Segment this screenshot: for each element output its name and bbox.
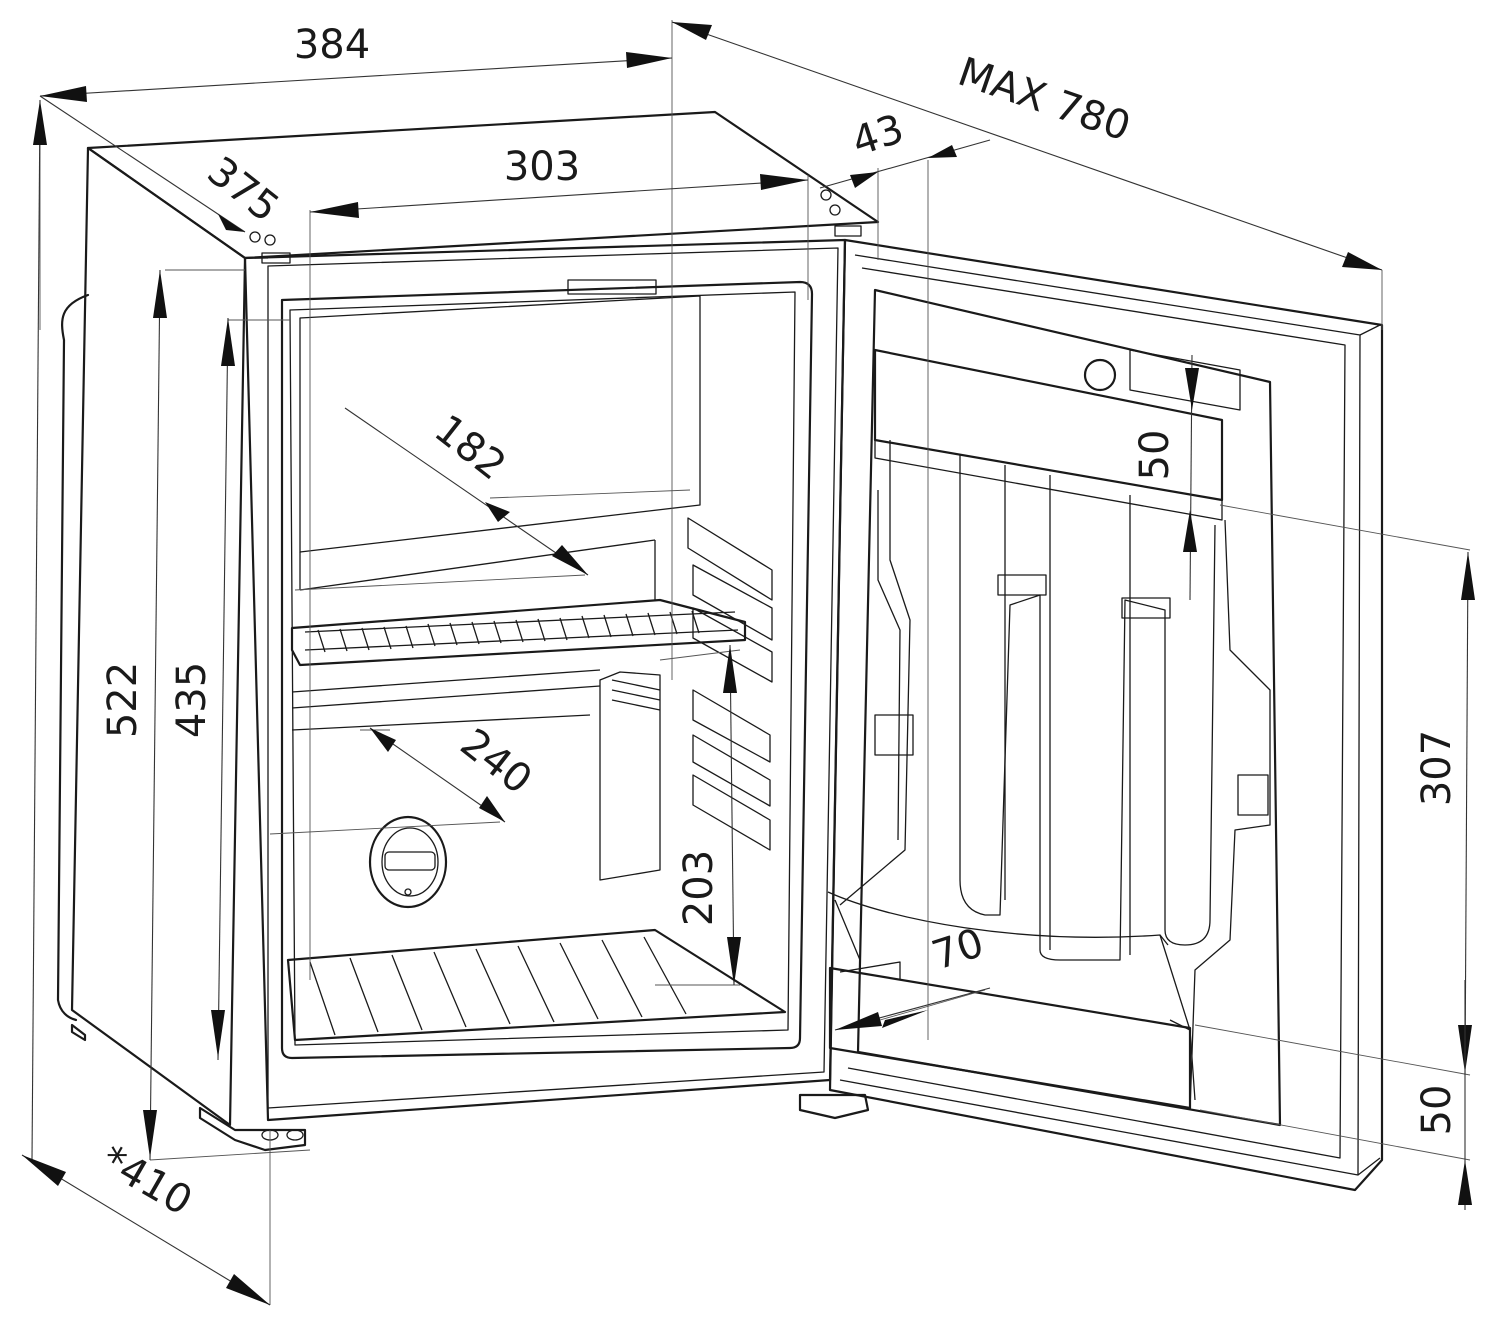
dim-label-door-rack-upper: 50 [1132, 430, 1178, 481]
dim-label-door-bin-depth: 70 [927, 920, 990, 979]
wire-shelf [290, 598, 747, 667]
dimension-lines [21, 20, 1475, 1306]
shelf-rails [687, 517, 773, 851]
cabinet-interior [280, 279, 814, 1060]
front-right-foot [798, 1093, 870, 1120]
dim-label-shelf-upper: 182 [426, 406, 514, 489]
cabinet-rear-bulge [56, 293, 90, 1022]
dim-label-height-inner: 435 [169, 662, 215, 738]
bottom-grille [286, 928, 787, 1042]
rear-left-foot [70, 1023, 87, 1042]
front-left-foot [198, 1106, 307, 1152]
freezer-compartment [299, 295, 701, 553]
dim-label-shelf-lower: 240 [452, 720, 540, 803]
door-inner-liner [856, 288, 1282, 1127]
dim-label-door-inner: 307 [1414, 730, 1460, 806]
bottle-wire [827, 891, 1191, 1031]
interior-light [567, 279, 657, 295]
dim-label-width-outer: 384 [294, 22, 370, 68]
dim-label-depth-top: 375 [199, 148, 287, 231]
door-latch-hole [1083, 358, 1117, 392]
dim-label-height-outer: 522 [100, 662, 146, 738]
dim-label-door-bin-height: 50 [1414, 1085, 1460, 1136]
cabinet-front-frame [243, 238, 847, 1122]
dim-label-max-depth: MAX 780 [952, 49, 1136, 151]
arrowhead-384-right [626, 52, 672, 68]
evaporator-plate [599, 671, 661, 881]
thermostat-knob[interactable] [368, 815, 448, 909]
door-outline [828, 238, 1384, 1192]
wire-shelf-slots [304, 610, 739, 653]
arrowhead-384-left [40, 86, 87, 102]
door-bin-lower [828, 966, 1192, 1110]
cabinet-left-side [70, 146, 247, 1127]
dim-label-lower-height: 203 [676, 850, 722, 926]
dim-label-depth-handle: *410 [93, 1137, 199, 1225]
dim-label-width-inner: 303 [504, 144, 580, 190]
door-channels [959, 455, 1216, 961]
bottom-grille-slots [309, 936, 687, 1036]
dim-label-door-gap: 43 [847, 106, 910, 165]
door[interactable] [827, 238, 1384, 1192]
